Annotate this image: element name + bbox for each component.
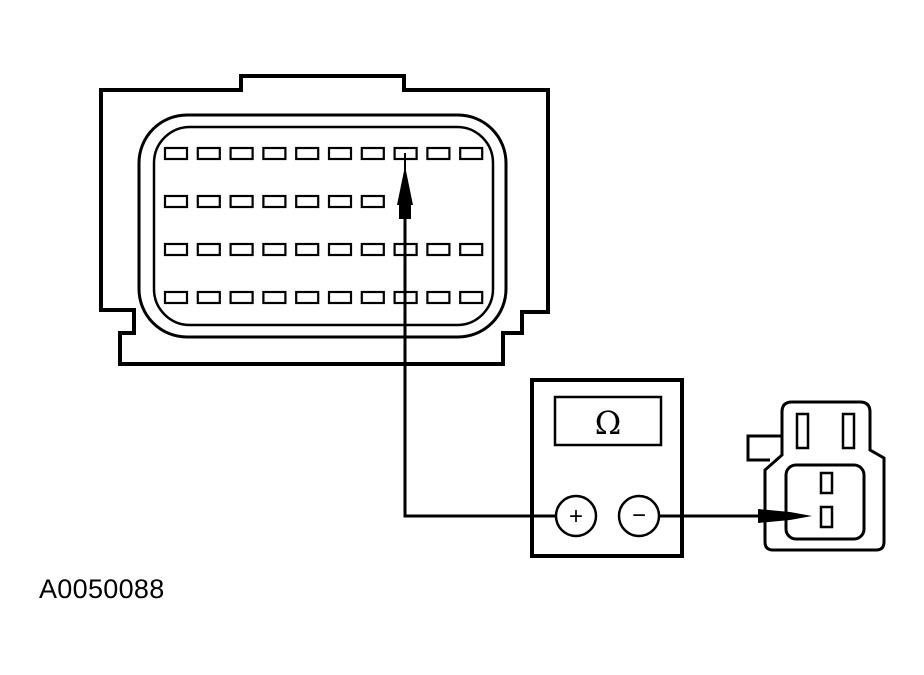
sensor-connector-pin-a (795, 412, 810, 450)
ohmmeter: Ω + − (530, 378, 684, 558)
ohmmeter-body (530, 378, 684, 558)
ecu-connector-pin-field (163, 146, 484, 305)
ecu-connector-outer-shroud (137, 113, 508, 339)
connector-pin (459, 290, 484, 305)
connector-pin (295, 290, 320, 305)
positive-test-lead (397, 153, 557, 518)
connector-pin (196, 146, 221, 161)
connector-pin (229, 242, 254, 257)
connector-pin (459, 242, 484, 257)
connector-pin (196, 194, 221, 209)
connector-pin (327, 194, 353, 209)
ecu-connector (99, 74, 550, 366)
connector-pin (327, 146, 353, 161)
negative-terminal-label: − (632, 502, 646, 529)
connector-pin (163, 290, 189, 305)
connector-pin (229, 146, 254, 161)
connector-pin (426, 242, 451, 257)
ohm-symbol: Ω (595, 404, 622, 442)
ecu-connector-inner-shroud (152, 125, 495, 327)
probe-tip-icon (397, 166, 413, 205)
connector-pin (360, 290, 385, 305)
sensor-connector-pin-b (841, 412, 856, 450)
connector-pin (163, 242, 189, 257)
connector-pin (262, 194, 287, 209)
connector-pin (459, 146, 484, 161)
sensor-connector-body (763, 400, 886, 552)
connector-pin (229, 290, 254, 305)
connector-pin (262, 290, 287, 305)
sensor-cavity-terminal-2 (819, 505, 834, 529)
connector-pin (360, 194, 385, 209)
connector-pin (426, 146, 451, 161)
connector-pin (196, 290, 221, 305)
connector-pin (360, 242, 385, 257)
ecu-connector-housing (99, 74, 550, 366)
probe-body-icon (399, 197, 411, 219)
connector-pin (327, 290, 353, 305)
sensor-cavity-terminal-1 (819, 471, 834, 495)
connector-pin (163, 146, 189, 161)
figure-id-label: A0050088 (39, 574, 165, 604)
positive-terminal-label: + (569, 503, 583, 530)
connector-pin (262, 242, 287, 257)
positive-terminal (554, 494, 598, 538)
sensor-connector-cavity (784, 463, 866, 541)
connector-pin (196, 242, 221, 257)
ohmmeter-display (553, 395, 663, 447)
connector-pin (229, 194, 254, 209)
connector-pin (360, 146, 385, 161)
positive-lead-wire (403, 196, 557, 518)
connector-pin (163, 194, 189, 209)
connector-pin (295, 242, 320, 257)
connector-pin (327, 242, 353, 257)
connector-pin (262, 146, 287, 161)
sensor-connector (746, 400, 886, 552)
connector-pin (295, 194, 320, 209)
connector-pin (295, 146, 320, 161)
connector-pin (426, 290, 451, 305)
sensor-connector-latch (746, 434, 782, 462)
